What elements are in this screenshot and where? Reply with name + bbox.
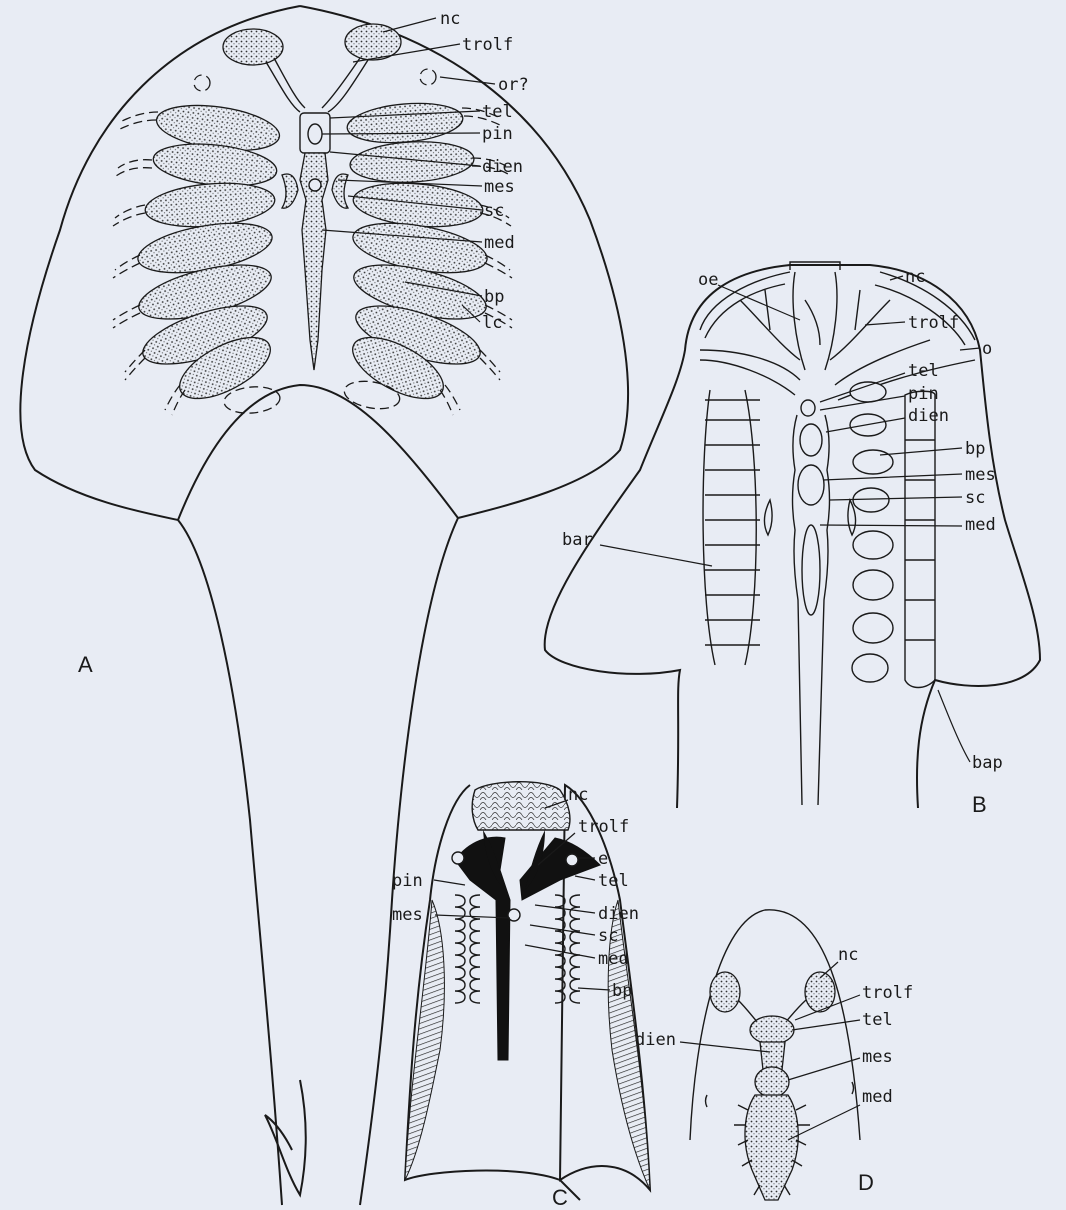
panel-a-label-pin: pin [482,124,513,144]
panel-a-tail-notch [265,1080,306,1195]
panel-b-label-o: o [982,339,992,359]
panel-b-label-bap: bap [972,753,1003,773]
panel-c-label-e: e [598,849,608,869]
panel-d-label-mes: mes [862,1047,893,1067]
panel-a-label-nc: nc [440,9,460,29]
panel-c-dark-tissue [455,837,600,1060]
panel-b-label-nc: nc [905,267,925,287]
panel-c-label-med: med [598,949,629,969]
panel-c-mes [508,909,520,921]
panel-a-orbit-left [194,75,210,91]
panel-b-label-oe: oe [698,270,718,290]
panel-a-olfactory-tract [266,58,368,112]
panel-d-label-dien: dien [635,1030,676,1050]
panel-b-label-dien: dien [908,406,949,426]
panel-a-label-dien: dien [482,157,523,177]
panel-b-pineal [801,400,815,416]
panel-b-label-sc: sc [965,488,985,508]
panel-c-label-dien: dien [598,904,639,924]
panel-d-label-nc: nc [838,945,858,965]
panel-c-label-trolf: trolf [578,817,629,837]
panel-d-tel [750,1016,794,1044]
panel-a-branchial-pouches-right [342,99,512,415]
panel-c-eye-right [566,854,578,866]
panel-a-label-trolf: trolf [462,35,513,55]
panel-b-mes [798,465,824,505]
panel-b-label-mes: mes [965,465,996,485]
panel-b-right-arch-bar [905,391,935,687]
panel-b-letter: B [972,792,987,817]
panel-b-label-pin: pin [908,384,939,404]
panel-d-mes [755,1067,789,1097]
panel-a-mesencephalon [309,179,321,191]
panel-c-label-pin: pin [392,871,423,891]
panel-c-nasal-capsule [472,782,570,830]
panel-c-letter: C [552,1185,568,1210]
panel-a: nc trolf or? tel pin dien mes sc med bp … [20,6,628,1205]
panel-b-left-arches [703,390,760,665]
panel-a-orbit-right [420,69,436,85]
panel-a-label-or: or? [498,75,529,95]
panel-b-label-bar: bar [562,530,593,550]
panel-a-semicircular-right [332,174,348,208]
panel-b: oe nc trolf o tel pin dien bp mes sc med… [545,262,1040,817]
panel-c-label-tel: tel [598,871,629,891]
panel-c-label-sc: sc [598,926,618,946]
panel-a-letter: A [78,652,93,677]
panel-d-letter: D [858,1170,874,1195]
panel-c-eye-left [452,852,464,864]
panel-c-label-mes: mes [392,905,423,925]
panel-b-label-med: med [965,515,996,535]
panel-a-label-med: med [484,233,515,253]
panel-d: nc trolf tel dien mes med D [635,910,913,1200]
panel-d-nasal-left [710,972,740,1012]
panel-a-label-bp: bp [484,287,504,307]
panel-a-label-lc: lc [482,313,502,333]
panel-d-label-med: med [862,1087,893,1107]
panel-a-branchial-pouches-left [113,99,282,416]
panel-b-label-trolf: trolf [908,313,959,333]
panel-c-label-bp: bp [612,981,632,1001]
panel-c-label-nc: nc [568,785,588,805]
panel-a-semicircular-left [282,174,298,208]
panel-a-label-tel: tel [482,102,513,122]
panel-c: nc trolf e pin tel mes dien sc med bp C [392,782,650,1210]
panel-d-label-trolf: trolf [862,983,913,1003]
panel-a-nasal-capsule-left [223,29,283,65]
panel-a-label-sc: sc [484,201,504,221]
panel-a-label-mes: mes [484,177,515,197]
panel-d-medulla [745,1095,798,1200]
panel-b-dien [800,424,822,456]
panel-b-leader-lines [600,276,980,762]
panel-b-label-bp: bp [965,439,985,459]
panel-b-label-tel: tel [908,361,939,381]
panel-b-body-outline [545,265,1040,808]
panel-d-dien [760,1042,785,1070]
panel-a-pineal [308,124,322,144]
panel-d-label-tel: tel [862,1010,893,1030]
panel-b-med [802,525,820,615]
